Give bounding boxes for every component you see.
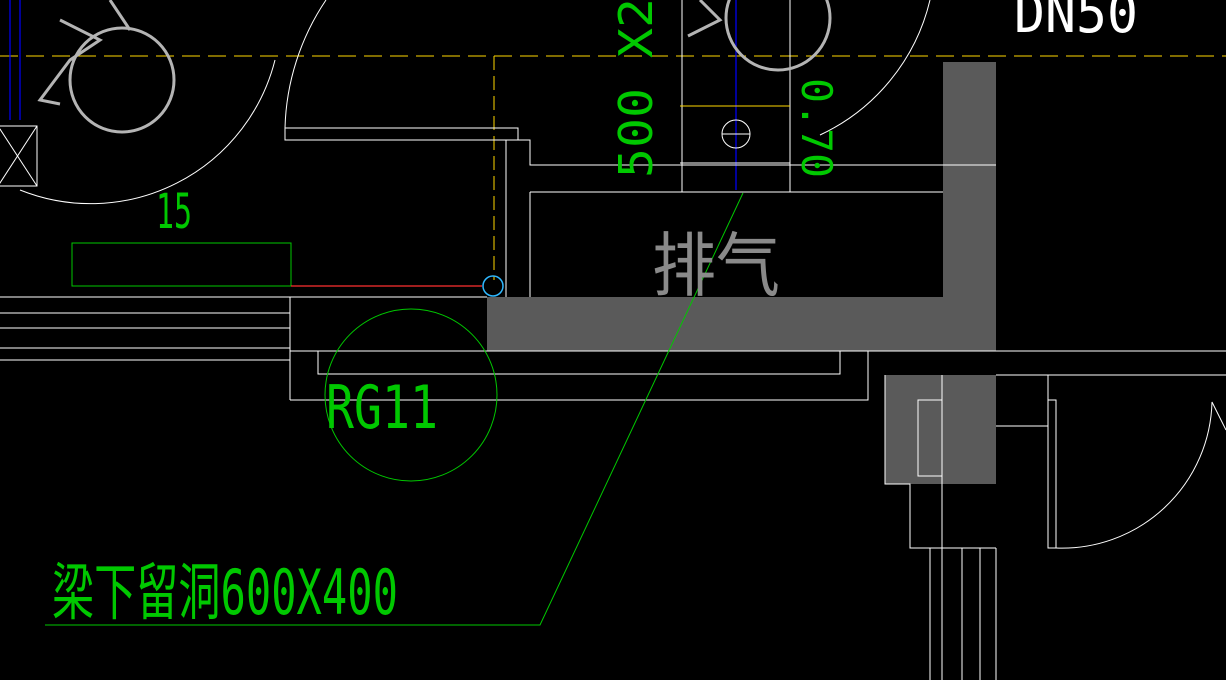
beam-fills [487, 62, 996, 484]
wheelchair-icon [687, 0, 832, 72]
wheelchair-icon [37, 0, 176, 134]
column-block [885, 375, 996, 484]
door-swing-arc-icon [1055, 401, 1226, 549]
node-marker[interactable] [482, 275, 504, 297]
opening-note-label: 梁下留洞600X400 [52, 556, 398, 629]
annotations [45, 192, 744, 626]
column-tag-label: RG11 [326, 373, 438, 443]
dimension-label-vertical: 500 X2 [609, 0, 663, 178]
column-tag-circle [324, 308, 498, 482]
exhaust-label: 排气 [652, 225, 780, 307]
pipe-lines [9, 0, 737, 190]
beam-horizontal [487, 297, 996, 351]
dimension-label-right: 0.70 [792, 78, 841, 178]
beam-vertical [943, 62, 996, 351]
leader-line [45, 192, 744, 626]
number-label: 15 [156, 184, 192, 240]
pipe-size-label: DN50 [1014, 0, 1138, 45]
door-swing-arc-icon [19, 59, 276, 205]
label-box [71, 242, 292, 287]
